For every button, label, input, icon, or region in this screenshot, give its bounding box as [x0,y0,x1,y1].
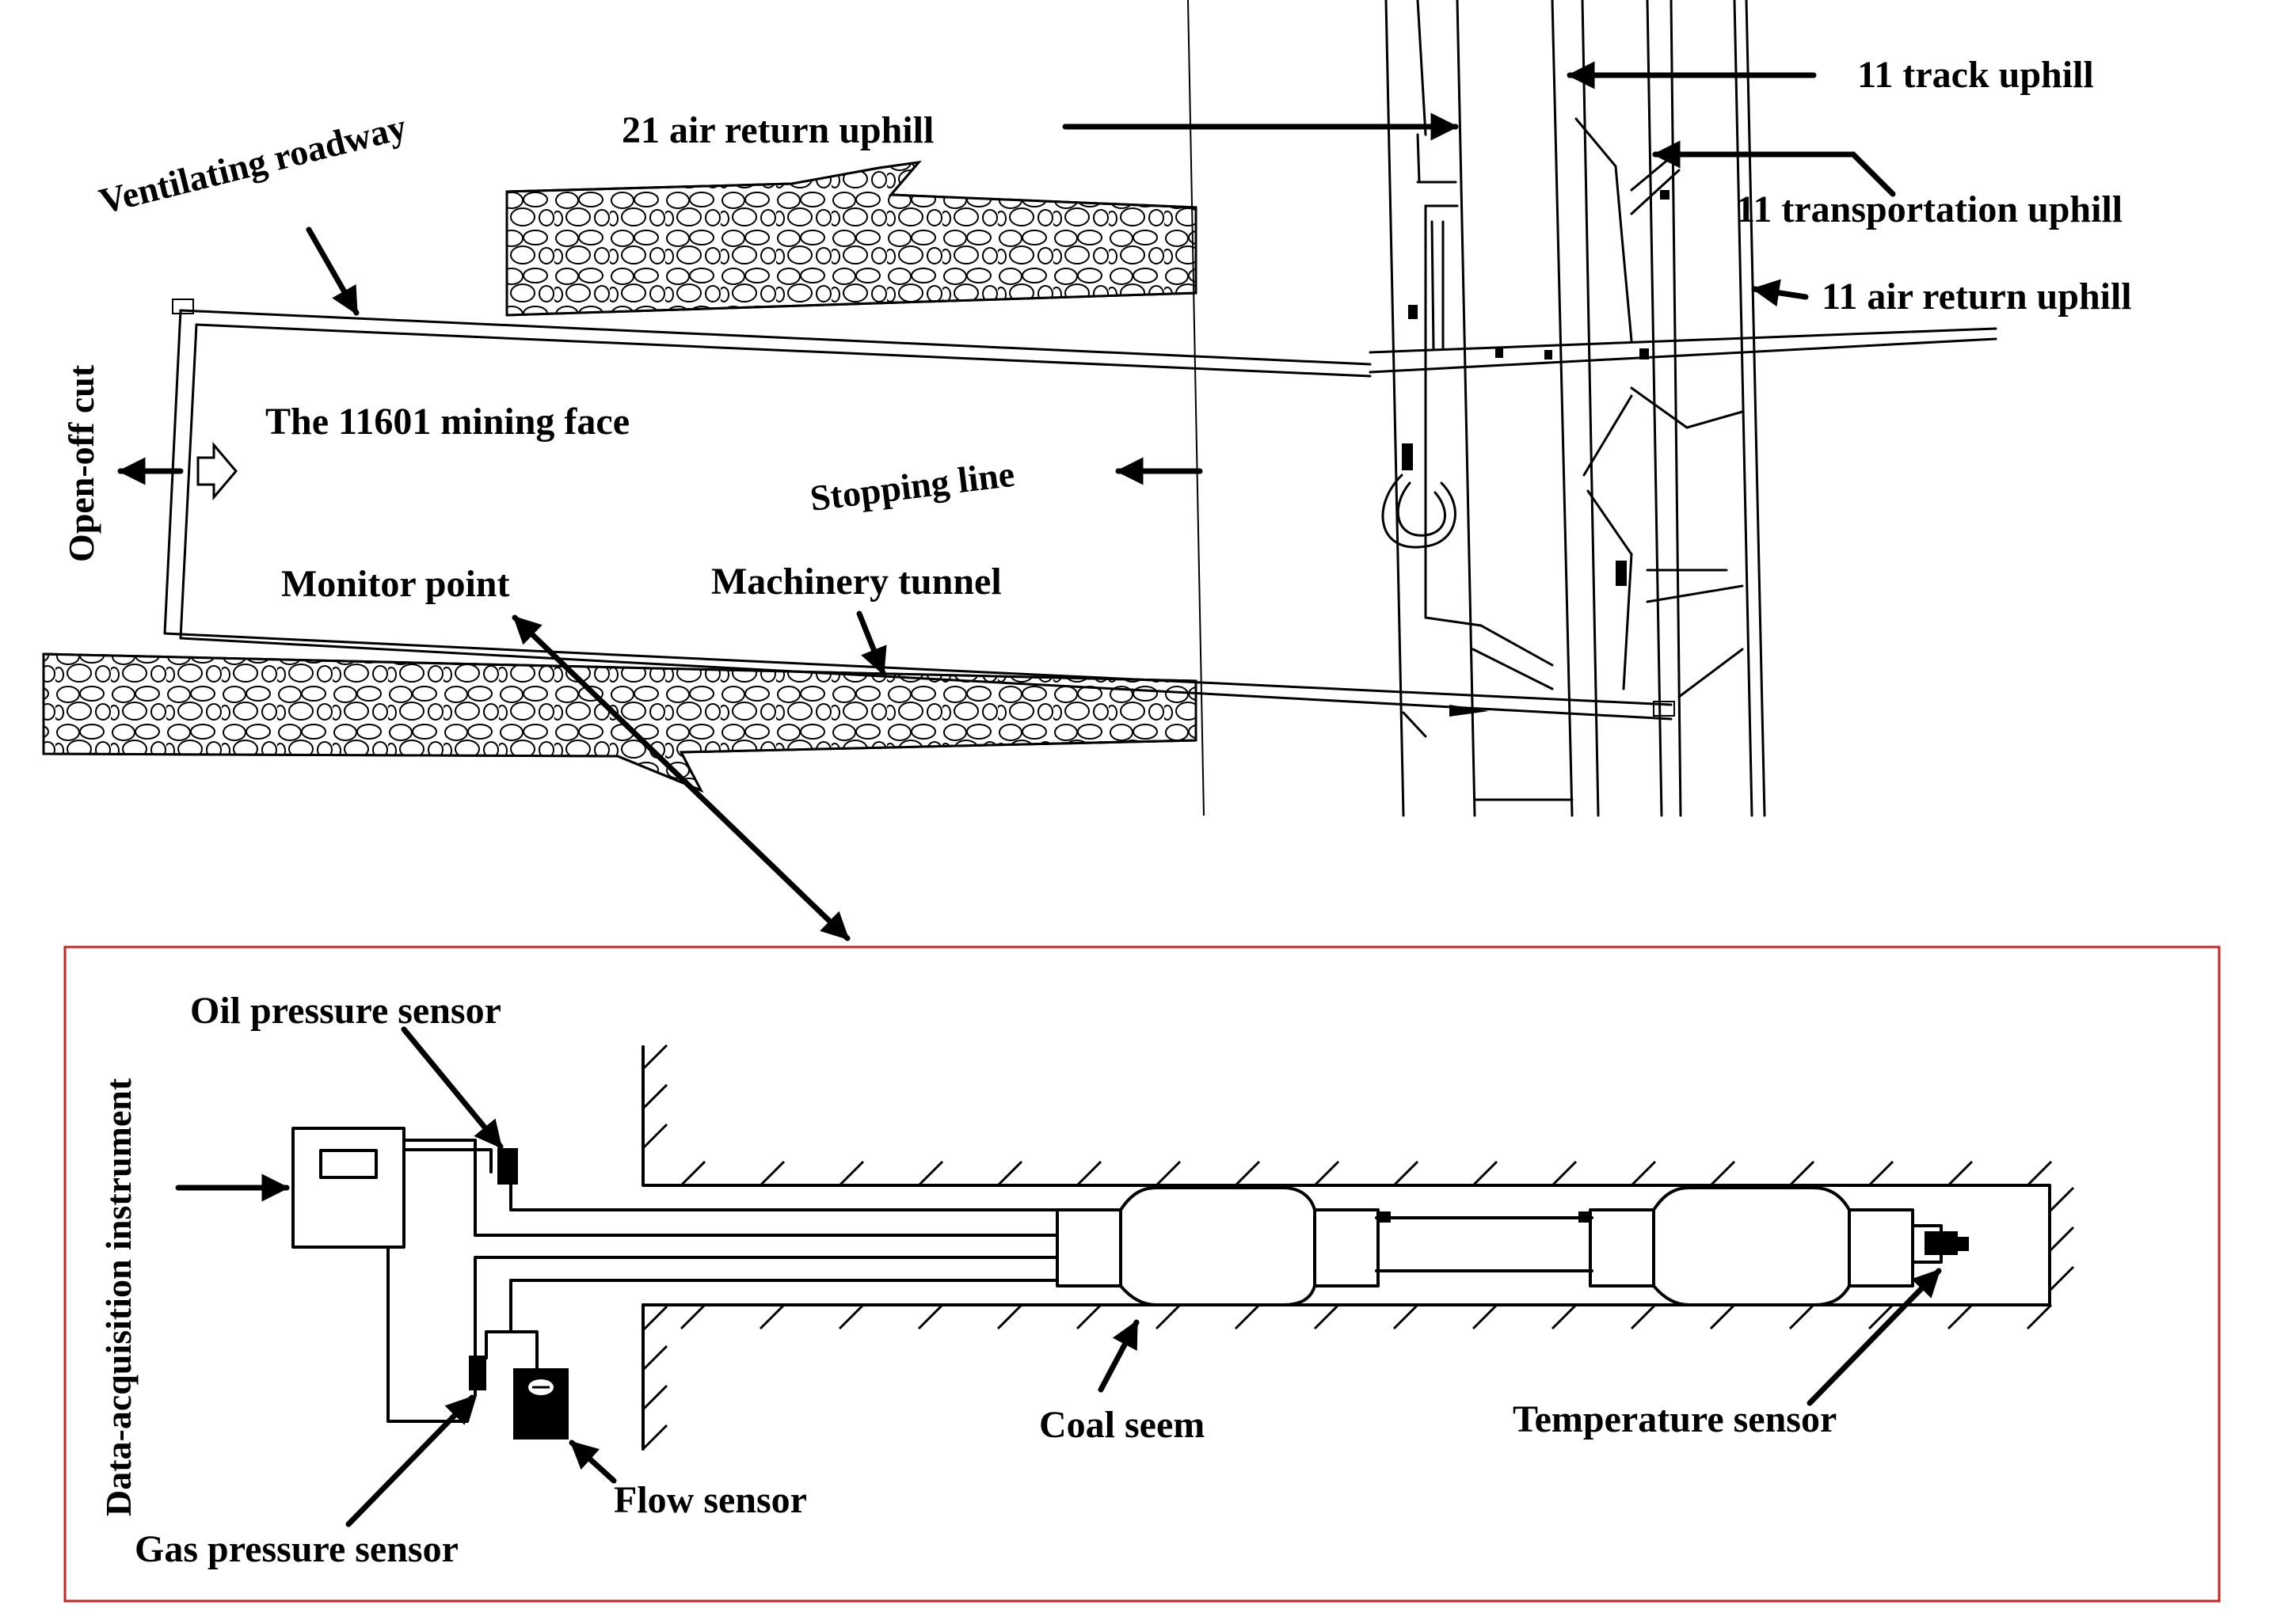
arrow-gas-pressure-sensor [345,1394,475,1527]
arrow-11-air-return [1751,279,1809,307]
label-temperature-sensor: Temperature sensor [1513,1398,1837,1440]
bladder-1 [1119,1186,1316,1306]
arrow-monitor-point [512,614,851,941]
bladder-2 [1652,1186,1851,1306]
arrow-ventilating-roadway [306,226,360,316]
label-machinery-tunnel: Machinery tunnel [711,561,1002,603]
label-11-air-return-uphill: 11 air return uphill [1822,276,2132,318]
packer-4 [1848,1208,1914,1287]
label-11-transportation-uphill: 11 transportation uphill [1736,188,2123,230]
packers [1056,1208,1914,1287]
upper-rock-stratum [505,160,1197,317]
oil-pressure-sensor-icon [497,1148,518,1185]
advance-direction-icon [196,441,238,501]
mine-plan-labels: Ventilating roadway 21 air return uphill… [61,54,2132,605]
ventilating-roadway [179,309,1997,378]
label-11-track-uphill: 11 track uphill [1857,54,2094,96]
packer-1 [1056,1208,1122,1287]
stopping-line [1187,0,1205,816]
label-stopping-line: Stopping line [808,454,1017,519]
arrow-temperature-sensor [1807,1268,1942,1406]
data-acquisition-instrument-icon [291,1127,493,1423]
arrow-oil-pressure-sensor [401,1026,504,1150]
label-21-air-return-uphill: 21 air return uphill [622,109,934,151]
label-monitor-point: Monitor point [281,563,509,605]
coal-seam-walls [642,1044,2075,1451]
arrow-11-transportation [1652,140,1896,197]
flow-sensor-icon [485,1330,569,1440]
label-ventilating-roadway: Ventilating roadway [95,106,410,222]
arrow-flow-sensor [569,1440,617,1484]
pipes [474,1139,1593,1397]
temperature-sensor-icon [1911,1224,1969,1264]
label-gas-pressure-sensor: Gas pressure sensor [135,1528,459,1570]
packer-2 [1313,1208,1380,1287]
packer-3 [1589,1208,1655,1287]
gas-pressure-sensor-icon [469,1356,486,1390]
uphill-corridors [1381,0,1766,817]
mine-plan-arrows [117,61,1896,941]
label-data-acquisition-instrument: Data-acquisition instrument [98,1078,139,1516]
machinery-tunnel [163,632,1675,721]
label-oil-pressure-sensor: Oil pressure sensor [190,990,501,1032]
label-flow-sensor: Flow sensor [614,1479,807,1521]
arrow-coal-seem [1098,1319,1140,1393]
borehole-inset: Oil pressure sensor Data-acquisition ins… [63,945,2221,1603]
label-coal-seem: Coal seem [1039,1404,1205,1446]
inset-border [63,945,2221,1603]
bladders [1119,1186,1851,1306]
arrow-machinery-tunnel [856,610,887,676]
label-mining-face: The 11601 mining face [265,401,630,443]
label-open-off-cut: Open-off cut [61,364,101,562]
